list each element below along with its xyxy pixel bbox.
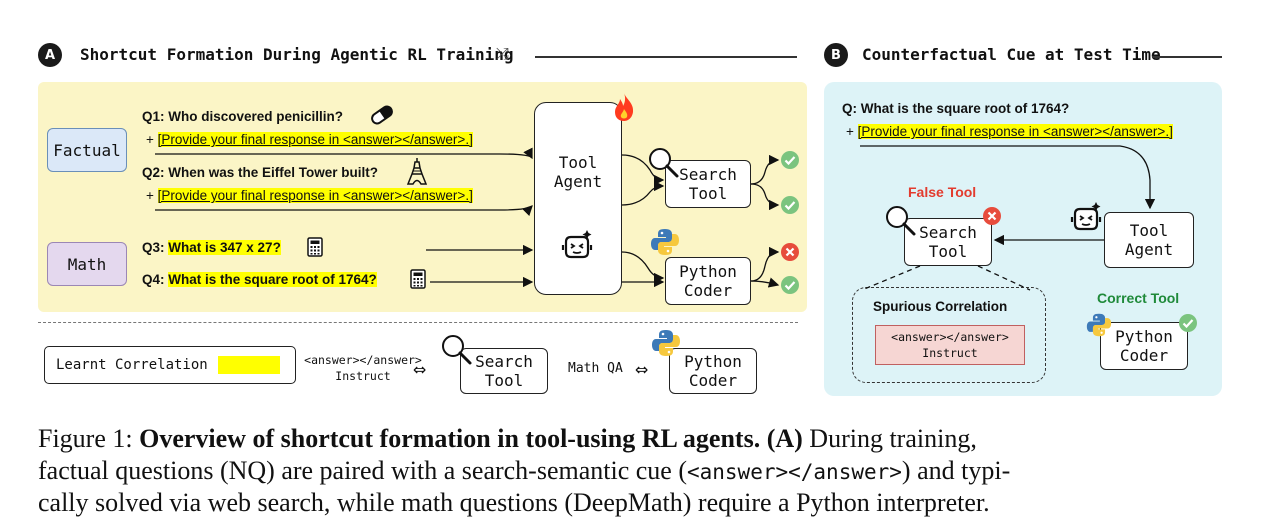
spurious-cue-box: <answer></answer>Instruct [875,325,1025,365]
instruction-q1: + [Provide your final response in <answe… [146,132,473,147]
legend-label: Learnt Correlation [56,357,208,373]
legend-swatch [218,356,280,374]
magnifier-icon-a [647,146,681,184]
cross-icon-q3 [780,242,800,266]
arrow-agent-python-1 [621,251,665,284]
check-icon-q4 [780,275,800,299]
cross-icon-b [982,206,1002,230]
panel-a-title: Shortcut Formation During Agentic RL Tra… [80,45,514,64]
check-icon-q1 [780,150,800,174]
question-q1: Q1: Who discovered penicillin? [142,109,344,124]
python-logo-icon-a [650,227,680,261]
question-b: Q: What is the square root of 1764? [842,101,1070,116]
python-logo-icon-b [1086,312,1112,342]
arrow-agent-search-1 [621,154,665,186]
caption-line-2: factual questions (NQ) are paired with a… [38,456,1011,485]
check-icon-b [1178,313,1198,337]
shuffle-icon: ⤮ [496,44,509,63]
arrow-q2 [155,205,533,217]
arrow-agent-search-2 [621,180,665,206]
spurious-title: Spurious Correlation [873,299,1008,314]
python-logo-icon-legend [651,328,681,362]
instruction-q2: + [Provide your final response in <answe… [146,188,473,203]
legend-cue: <answer></answer>Instruct [304,353,422,383]
arrow-python-cross [750,246,780,282]
legend-math-qa: Math QA [568,361,623,376]
panel-b-rule [1152,56,1222,58]
spurious-region [852,287,1046,383]
question-q4: Q4: What is the square root of 1764? [142,272,377,287]
caption-line-3: cally solved via web search, while math … [38,488,990,517]
correct-tool-label: Correct Tool [1097,290,1180,306]
instruction-b: + [Provide your final response in <answe… [846,124,1173,139]
arrow-python-check [750,277,780,288]
magnifier-icon-legend [440,333,474,371]
legend-separator [38,322,798,323]
robot-icon-a [561,228,597,264]
arrow-search-check-2 [750,183,780,211]
question-q3: Q3: What is 347 x 27? [142,240,281,255]
eiffel-tower-icon [405,157,429,189]
badge-b: B [824,43,848,67]
arrow-b-instruction-agent [860,145,1156,210]
spurious-link-right [977,265,1031,291]
legend-equivalence-1: ⇔ [413,360,427,379]
robot-icon-b [1070,200,1106,236]
fire-icon [612,92,636,126]
panel-a-rule [535,56,797,58]
badge-a: A [38,43,62,67]
calculator-icon-q3 [307,237,323,261]
false-tool-label: False Tool [908,184,977,200]
category-math: Math [47,242,127,286]
legend-equivalence-2: ⇔ [635,360,649,379]
calculator-icon-q4 [410,269,426,293]
arrow-search-check-1 [750,154,780,185]
category-factual: Factual [47,128,127,172]
check-icon-q2 [780,195,800,219]
spurious-link-left [861,265,921,291]
pill-icon [368,103,396,131]
question-q2: Q2: When was the Eiffel Tower built? [142,165,379,180]
arrow-q1 [155,147,533,160]
panel-b-title: Counterfactual Cue at Test Time [862,45,1161,64]
caption-line-1: Figure 1: Overview of shortcut formation… [38,424,977,453]
magnifier-icon-b [884,204,918,242]
